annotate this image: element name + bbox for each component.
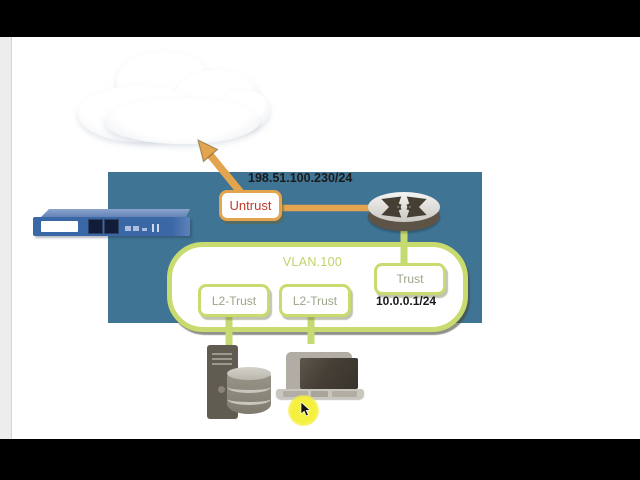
firewall-led	[125, 226, 131, 231]
firewall-top-face	[40, 209, 190, 218]
server-icon	[205, 343, 271, 421]
trust-zone-box: Trust	[374, 263, 446, 295]
firewall-led	[152, 224, 154, 232]
router-icon	[368, 192, 440, 232]
router-arrows-icon	[381, 196, 427, 218]
router-top-face	[368, 192, 440, 222]
firewall-led	[157, 224, 159, 232]
database-icon	[227, 367, 271, 414]
l2-trust-left-label: L2-Trust	[211, 293, 257, 308]
laptop-icon	[276, 350, 364, 400]
internet-cloud-icon	[70, 48, 270, 148]
untrust-zone-box: Untrust	[219, 190, 282, 221]
l2-trust-right-label: L2-Trust	[292, 293, 338, 308]
laptop-base	[276, 389, 364, 399]
firewall-led	[142, 228, 147, 231]
mouse-cursor-icon	[300, 402, 311, 417]
l2-trust-zone-box-left: L2-Trust	[198, 284, 270, 317]
lan-ip-label: 10.0.0.1/24	[376, 294, 437, 308]
vlan-label: VLAN.100	[282, 255, 343, 269]
untrust-zone-label: Untrust	[229, 198, 272, 213]
trust-zone-label: Trust	[396, 272, 424, 286]
firewall-port-icon	[104, 219, 119, 234]
laptop-lid	[286, 352, 358, 390]
firewall-port-icon	[88, 219, 103, 234]
l2-trust-zone-box-right: L2-Trust	[279, 284, 351, 317]
letterbox-bottom	[0, 439, 640, 480]
firewall-front-face	[33, 217, 190, 236]
wan-ip-label: 198.51.100.230/24	[248, 171, 353, 185]
left-gutter	[0, 37, 12, 439]
firewall-display-panel	[41, 221, 78, 232]
firewall-appliance-icon	[30, 209, 193, 238]
server-power-button-icon	[218, 386, 225, 393]
laptop-screen	[300, 358, 358, 389]
firewall-led	[133, 226, 139, 231]
letterbox-top	[0, 0, 640, 37]
